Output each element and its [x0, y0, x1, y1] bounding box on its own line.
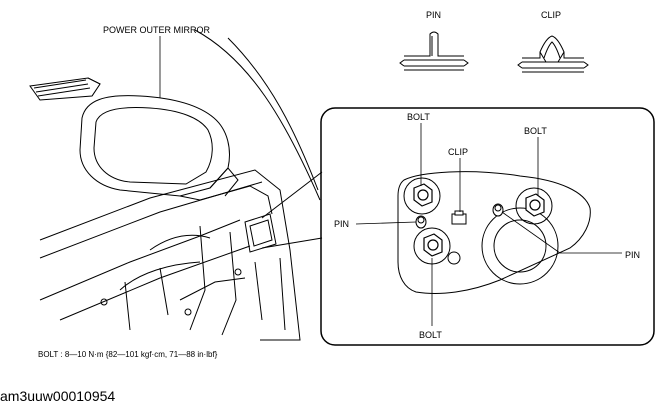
- figure-id-caption: am3uuw00010954: [0, 388, 115, 404]
- callout-line: [261, 237, 323, 249]
- bolt-top-left-label: BOLT: [407, 112, 430, 122]
- bolt-top-left: [413, 183, 433, 207]
- door-frame-line: [227, 37, 319, 191]
- door-screw: [234, 268, 242, 276]
- clip-part: [451, 210, 467, 225]
- clip-detail-label: CLIP: [541, 10, 561, 20]
- pin-left-label: PIN: [334, 219, 349, 229]
- bolt-top-right-label: BOLT: [524, 126, 547, 136]
- pin-right-label: PIN: [625, 250, 640, 260]
- leader-lines: [355, 123, 622, 326]
- front-direction-arrow: [29, 77, 101, 101]
- mirror-housing: [79, 95, 239, 197]
- door-illustration: [29, 29, 323, 341]
- door-frame-line: [194, 29, 321, 201]
- pin-detail-label: PIN: [426, 10, 441, 20]
- pin-left: [415, 215, 427, 229]
- callout-line: [261, 171, 323, 219]
- detail-inset-frame: [320, 107, 655, 346]
- torque-specification: BOLT : 8—10 N·m {82—101 kgf·cm, 71—88 in…: [38, 350, 218, 359]
- bolt-top-right: [525, 193, 545, 217]
- bolt-bottom-label: BOLT: [419, 330, 442, 340]
- bolt-bottom: [423, 233, 443, 257]
- clip-detail: [517, 35, 589, 73]
- pin-right: [492, 203, 504, 217]
- mirror-label: POWER OUTER MIRROR: [103, 25, 210, 35]
- door-screw: [100, 298, 108, 306]
- mirror-base-plate: [397, 171, 591, 294]
- clip-inset-label: CLIP: [448, 147, 468, 157]
- door-panel: [39, 169, 301, 341]
- door-screw: [184, 308, 192, 316]
- pin-detail: [399, 31, 469, 71]
